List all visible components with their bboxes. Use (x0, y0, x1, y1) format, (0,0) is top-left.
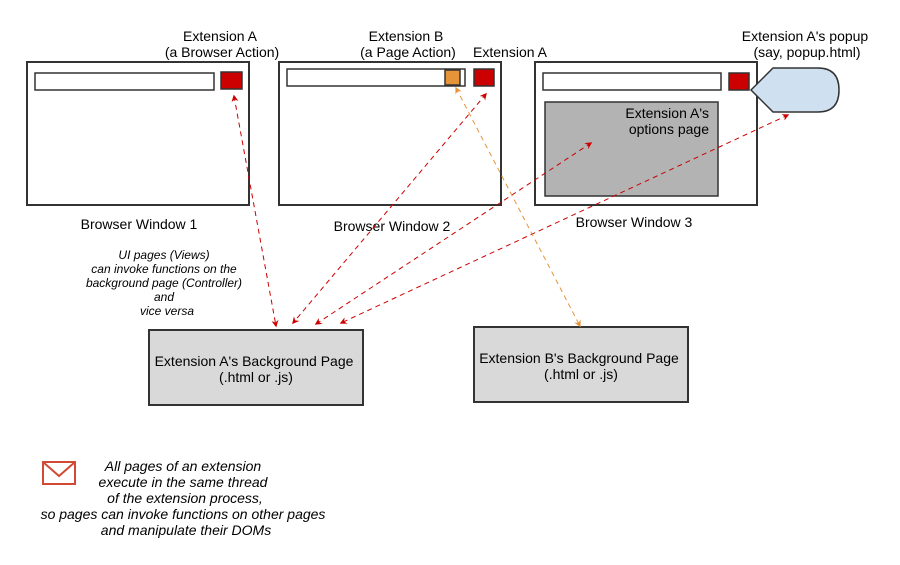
options-page-label-line-1: Extension A's (625, 105, 709, 121)
extension-a-icon-window-2 (473, 68, 495, 87)
extension-a-background-page-line-2: (.html or .js) (219, 369, 293, 385)
browser-window-2: Browser Window 2 (278, 61, 502, 234)
browser-window-2-label: Browser Window 2 (334, 218, 451, 234)
extension-b-page-action-icon (444, 69, 461, 86)
ui-note-line-4: and (154, 290, 174, 304)
footer-note: All pages of an extension execute in the… (41, 458, 326, 538)
browser-window-1: Browser Window 1 (26, 61, 250, 232)
footer-note-line-5: and manipulate their DOMs (101, 522, 271, 538)
ui-note-line-5: vice versa (140, 304, 194, 318)
address-bar-3 (542, 72, 722, 91)
ext-a-browser-action-label-line-1: Extension A (183, 28, 258, 44)
extension-b-background-page-line-2: (.html or .js) (544, 366, 618, 382)
ext-a-browser-action-label-line-2: (a Browser Action) (165, 44, 279, 60)
footer-note-line-3: of the extension process, (107, 490, 263, 506)
footer-note-line-2: execute in the same thread (99, 474, 269, 490)
ui-note-line-3: background page (Controller) (86, 276, 242, 290)
extension-a-background-page: Extension A's Background Page (.html or … (148, 329, 364, 406)
extension-a-background-page-line-1: Extension A's Background Page (155, 353, 354, 369)
extension-a-background-page-box (148, 329, 364, 406)
extension-a-icon-window-3 (728, 72, 750, 91)
extension-b-background-page-box (473, 326, 689, 403)
popup-label-line-2: (say, popup.html) (753, 44, 860, 60)
ui-pages-note: UI pages (Views) can invoke functions on… (86, 248, 242, 318)
options-page-label-line-2: options page (629, 121, 709, 137)
ui-note-line-1: UI pages (Views) (118, 248, 209, 262)
link-browser-action-to-bg-a (231, 94, 279, 328)
ext-a-label: Extension A (473, 44, 548, 60)
browser-window-1-label: Browser Window 1 (81, 216, 198, 232)
extension-b-background-page-line-1: Extension B's Background Page (479, 350, 679, 366)
footer-note-line-1: All pages of an extension (104, 458, 262, 474)
popup-label-line-1: Extension A's popup (742, 28, 869, 44)
extension-b-background-page: Extension B's Background Page (.html or … (473, 326, 689, 403)
footer-note-line-4: so pages can invoke functions on other p… (41, 506, 326, 522)
popup-shape (749, 67, 840, 113)
ext-b-page-action-label-line-1: Extension B (369, 28, 444, 44)
mail-icon (42, 461, 76, 485)
browser-window-3: Extension A's options page Browser Windo… (534, 61, 758, 230)
ui-note-line-2: can invoke functions on the (91, 262, 237, 276)
ext-b-page-action-label-line-2: (a Page Action) (360, 44, 456, 60)
extension-a-browser-action-icon (220, 71, 243, 90)
address-bar-2 (286, 68, 466, 87)
browser-window-3-label: Browser Window 3 (576, 214, 693, 230)
address-bar-1 (34, 72, 215, 91)
